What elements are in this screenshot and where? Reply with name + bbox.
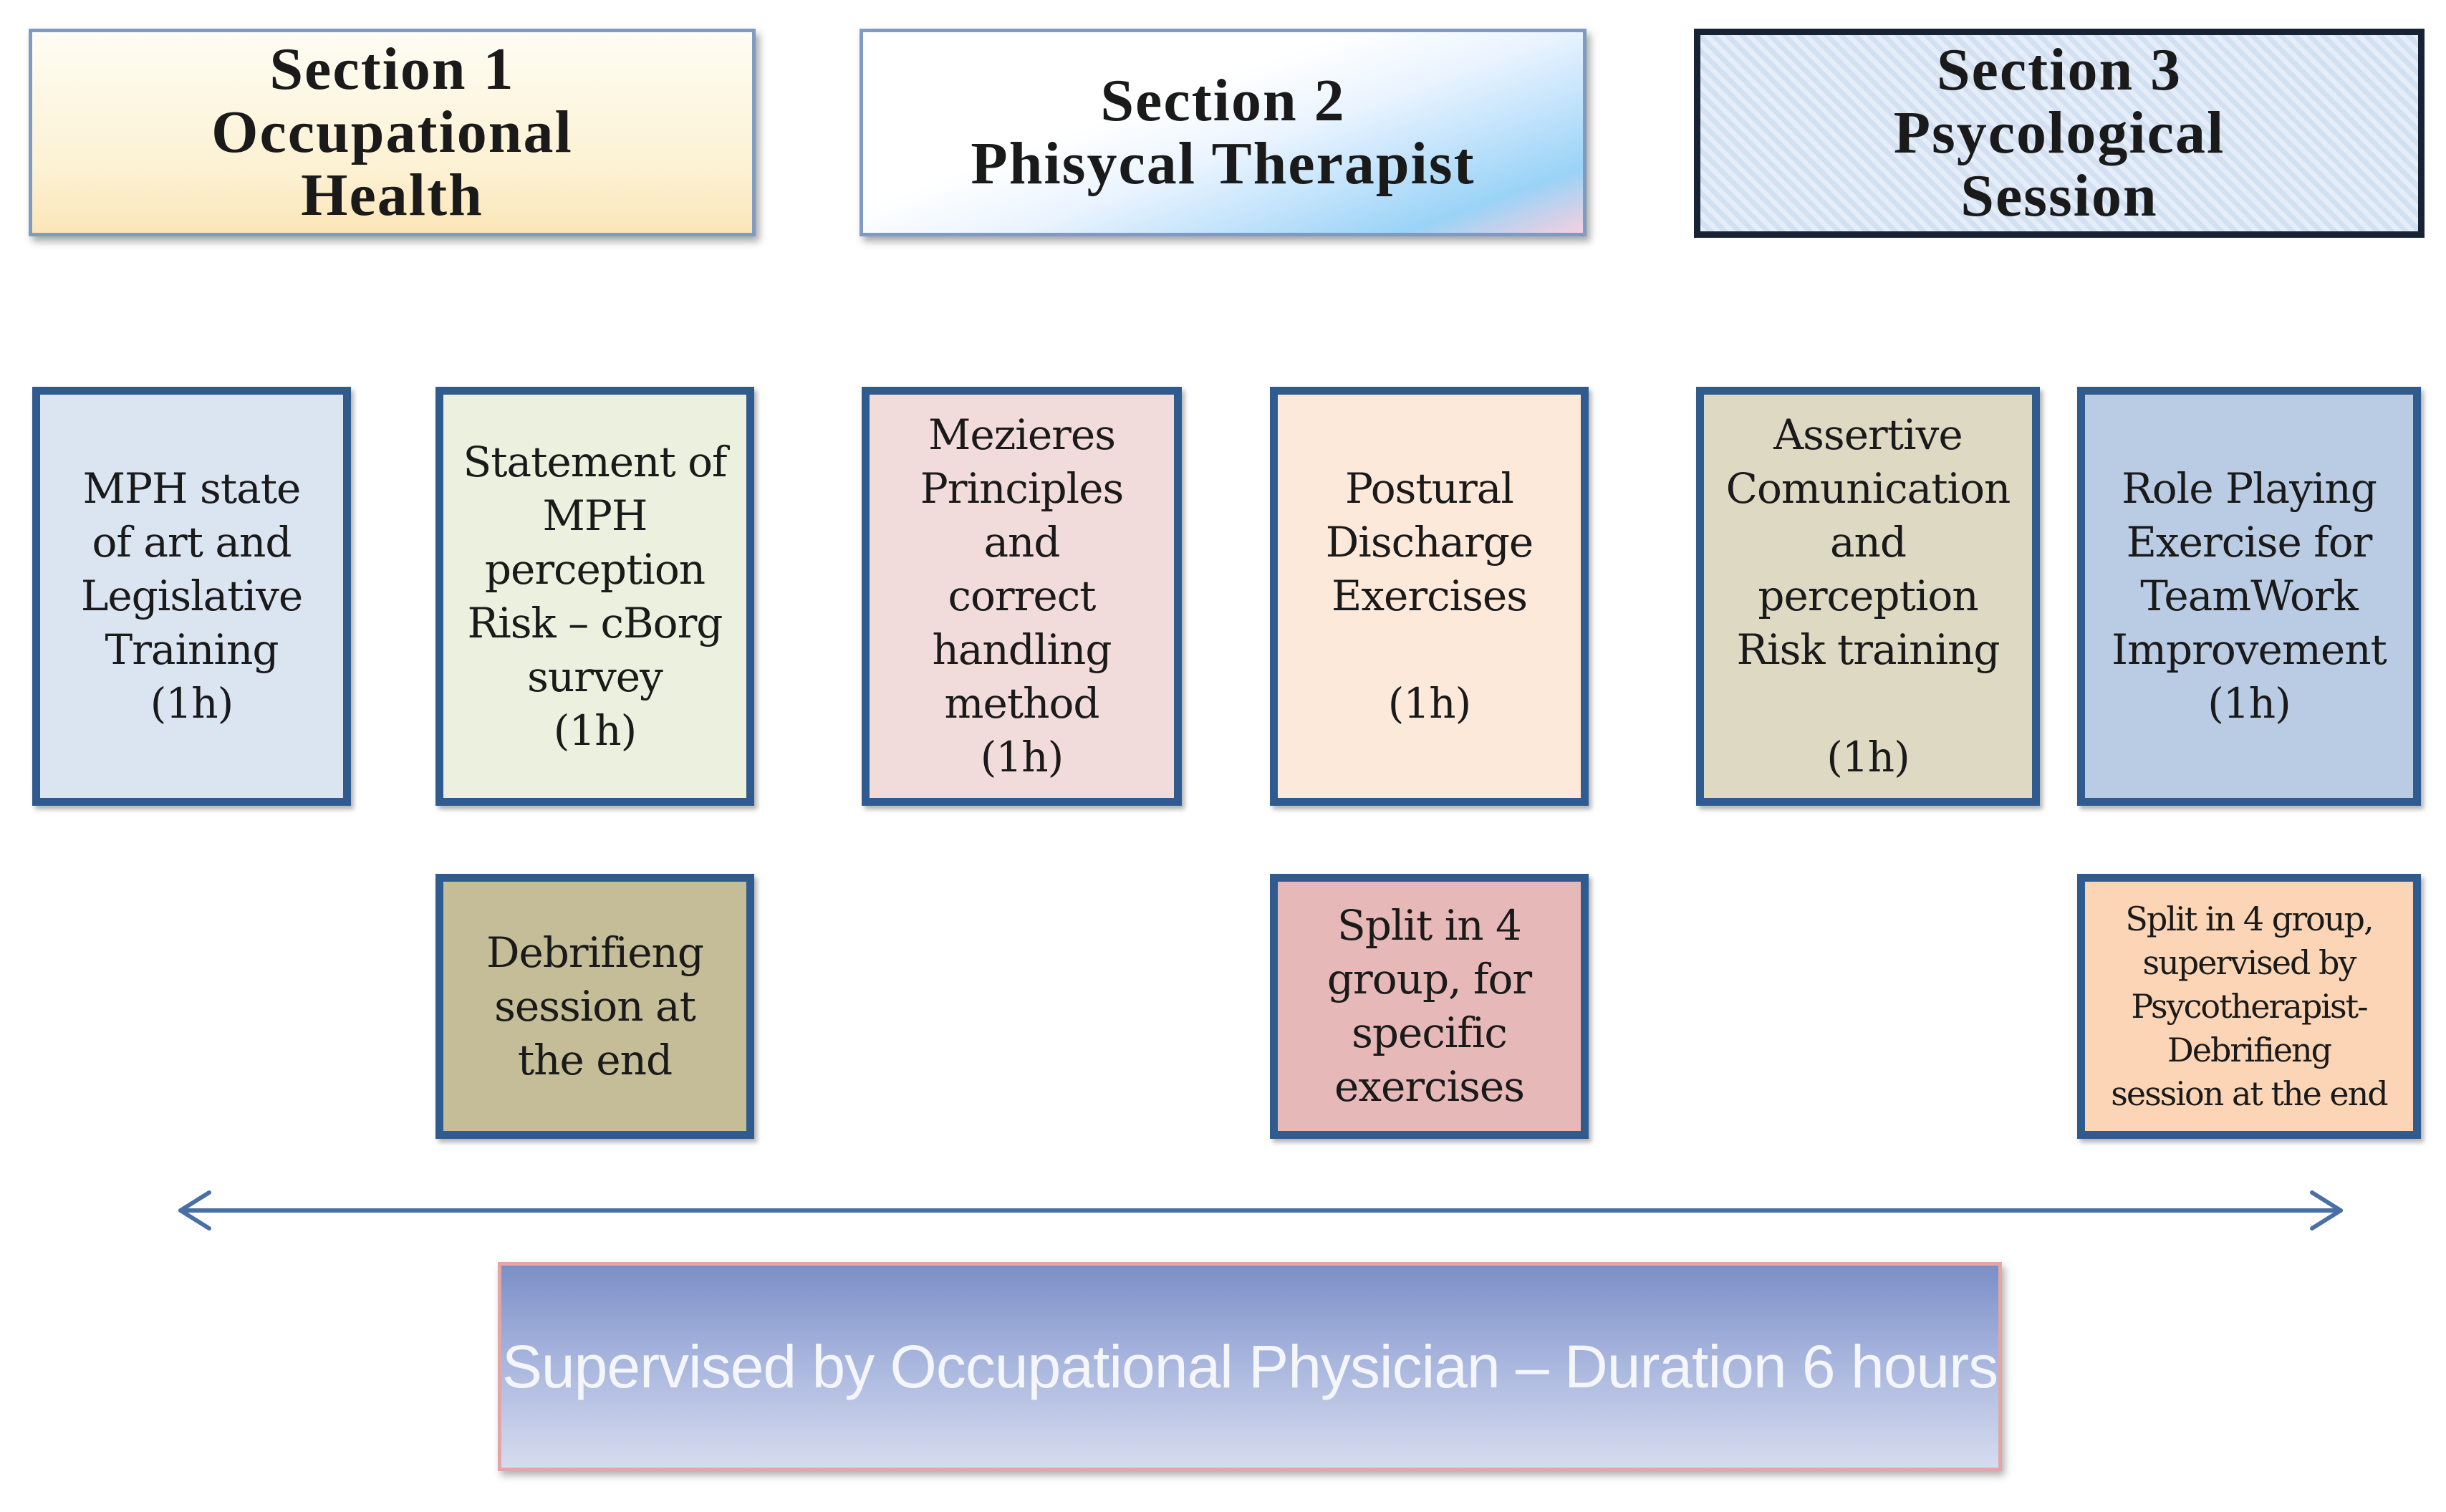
activity-role-playing: Role Playing Exercise for TeamWork Impro…: [2077, 387, 2421, 806]
note-psychotherapist: Split in 4 group, supervised by Psycothe…: [2077, 874, 2421, 1139]
section-3-header: Section 3 Psycological Session: [1694, 29, 2425, 238]
activity-mezieres-principles: Mezieres Principles and correct handling…: [862, 387, 1182, 806]
note-split-groups: Split in 4 group, for specific exercises: [1270, 874, 1589, 1139]
section-2-header: Section 2 Phisycal Therapist: [860, 29, 1586, 236]
section-1-header: Section 1 Occupational Health: [29, 29, 756, 236]
activity-mph-state-of-art: MPH state of art and Legislative Trainin…: [32, 387, 351, 806]
activity-assertive-communication: Assertive Comunication and perception Ri…: [1696, 387, 2040, 806]
note-debriefing: Debrifieng session at the end: [435, 874, 754, 1139]
supervision-banner: Supervised by Occupational Physician – D…: [498, 1262, 2002, 1471]
activity-postural-discharge: Postural Discharge Exercises (1h): [1270, 387, 1589, 806]
activity-statement-of-mph: Statement of MPH perception Risk – cBorg…: [435, 387, 754, 806]
